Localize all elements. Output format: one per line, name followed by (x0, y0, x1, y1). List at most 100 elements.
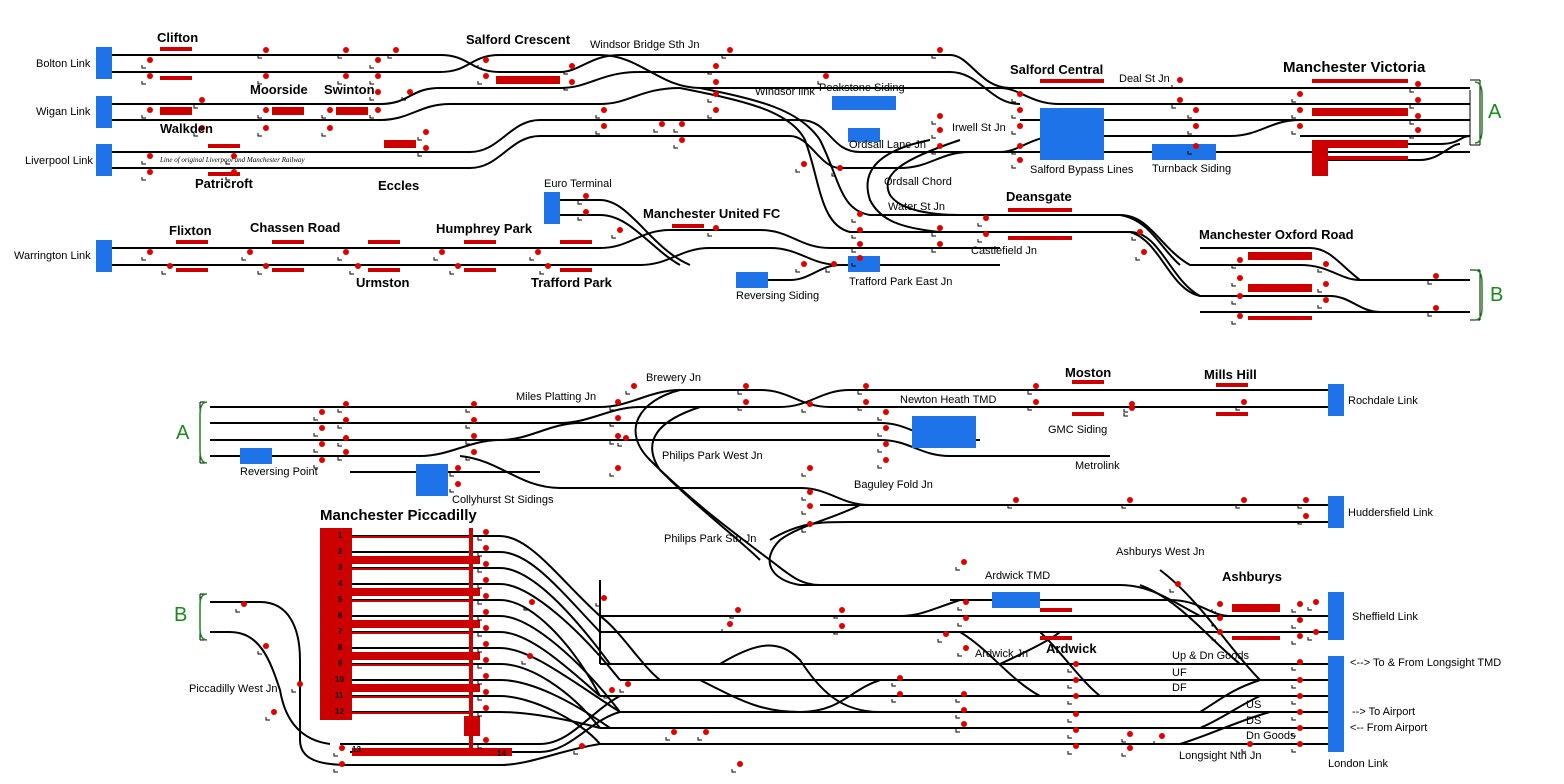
signal-post (141, 177, 146, 181)
signal-dot (483, 73, 489, 79)
signal-post (417, 137, 422, 141)
signal-post (161, 271, 166, 275)
signal-post (465, 457, 470, 461)
signal-post (707, 233, 712, 237)
label-collyhurst: Collyhurst St Sidings (452, 494, 554, 506)
label-turnback-siding: Turnback Siding (1152, 163, 1232, 175)
station-trafford-park: Trafford Park (531, 275, 612, 290)
signal-dot (147, 73, 153, 79)
signal-post (1291, 701, 1296, 705)
signal-post (1187, 131, 1192, 135)
signal-post (851, 263, 856, 267)
signal-post (1231, 283, 1236, 287)
signal-dot (1241, 399, 1247, 405)
signal-dot (615, 433, 621, 439)
signal-dot (937, 143, 943, 149)
label-philips-park-sth: Philips Park Sth Jn (664, 533, 757, 545)
signal-post (477, 649, 482, 653)
signal-dot (727, 47, 733, 53)
signal-post (1067, 669, 1072, 673)
label-euro-terminal: Euro Terminal (544, 178, 612, 190)
label-metrolink: Metrolink (1075, 460, 1120, 472)
signal-post (257, 55, 262, 59)
signal-dot (1217, 601, 1223, 607)
signal-dot (601, 595, 607, 601)
signal-post (721, 629, 726, 633)
signal-post (477, 745, 482, 749)
signal-dot (883, 425, 889, 431)
signal-dot (167, 263, 173, 269)
signal-dot (319, 457, 325, 463)
station-patricroft: Patricroft (195, 176, 253, 191)
signal-post (477, 681, 482, 685)
station-ardwick: Ardwick (1046, 641, 1097, 656)
signal-dot (1297, 741, 1303, 747)
platform-number: 7 (338, 627, 343, 636)
signal-post (1211, 623, 1216, 627)
signal-dot (483, 657, 489, 663)
signal-post (977, 239, 982, 243)
signal-post (193, 133, 198, 137)
station-manchester-piccadilly: Manchester Piccadilly (320, 507, 477, 524)
signal-post (931, 233, 936, 237)
signal-post (265, 717, 270, 721)
signal-dot (1313, 599, 1319, 605)
signal-dot (343, 401, 349, 407)
signal-post (1131, 237, 1136, 241)
signal-dot (1297, 709, 1303, 715)
signal-dot (1017, 157, 1023, 163)
label-ds: DS (1246, 715, 1262, 727)
signal-dot (963, 599, 969, 605)
signal-dot (857, 255, 863, 261)
signal-dot (1073, 693, 1079, 699)
signal-post (1121, 753, 1126, 757)
signal-post (737, 407, 742, 411)
signal-dot (343, 435, 349, 441)
signal-post (417, 153, 422, 157)
signal-dot (535, 249, 541, 255)
signal-dot (483, 529, 489, 535)
signal-dot (439, 249, 445, 255)
signal-dot (1141, 249, 1147, 255)
signal-post (573, 751, 578, 755)
signal-post (955, 699, 960, 703)
signal-dot (1175, 581, 1181, 587)
signal-post (1291, 667, 1296, 671)
signal-dot (483, 705, 489, 711)
signal-dot (483, 545, 489, 551)
label-ordsall-chord: Ordsall Chord (884, 176, 952, 188)
platform-number: 2 (338, 547, 343, 556)
signal-dot (527, 653, 533, 659)
signal-post (235, 609, 240, 613)
station-humphrey-park: Humphrey Park (436, 221, 533, 236)
signal-post (1027, 391, 1032, 395)
station-deansgate: Deansgate (1006, 189, 1072, 204)
signal-post (563, 87, 568, 91)
signal-post (1235, 407, 1240, 411)
signal-dot (1237, 275, 1243, 281)
signal-post (1011, 151, 1016, 155)
signal-post (857, 407, 862, 411)
signal-dot (199, 97, 205, 103)
signal-dot (937, 113, 943, 119)
signal-post (477, 617, 482, 621)
signal-dot (1177, 77, 1183, 83)
signal-post (477, 553, 482, 557)
signal-post (877, 417, 882, 421)
signal-post (955, 729, 960, 733)
signal-dot (897, 691, 903, 697)
signal-post (257, 133, 262, 137)
signal-post (707, 115, 712, 119)
signal-dot (1415, 127, 1421, 133)
signal-dot (615, 399, 621, 405)
connector-b-bottom: B (174, 604, 188, 626)
signal-post (141, 161, 146, 165)
platform-number: 5 (338, 595, 343, 604)
signal-dot (883, 457, 889, 463)
signal-post (1067, 751, 1072, 755)
signal-dot (837, 165, 843, 171)
signal-post (337, 257, 342, 261)
signal-post (795, 169, 800, 173)
signal-dot (343, 449, 349, 455)
